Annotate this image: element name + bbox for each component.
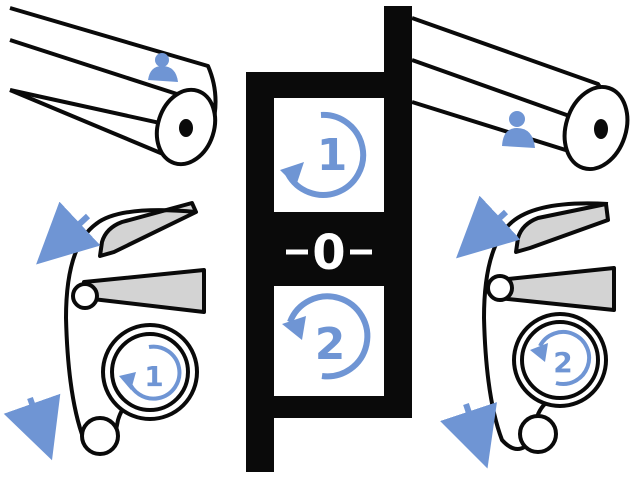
paper-feed-arrow-icon [3, 393, 61, 461]
selector-position-0: 0 [286, 225, 372, 281]
right-direction-label: 2 [553, 346, 572, 379]
selector-switch: 1 0 2 [246, 6, 412, 472]
position-2-label: 2 [315, 319, 346, 370]
position-1-label: 1 [317, 130, 348, 181]
paper-feed-arrow-icon [456, 195, 521, 259]
direction-2-indicator: 2 [530, 329, 592, 386]
selector-position-2: 2 [274, 286, 384, 396]
person-icon [502, 111, 535, 148]
ccw-arrow-icon [119, 372, 136, 390]
ccw-arrow-icon [282, 316, 306, 340]
right-feed-mechanism: 2 [440, 195, 616, 469]
paper-feed-arrow-icon [36, 201, 101, 265]
ccw-arrow-icon [530, 343, 548, 362]
selector-position-1: 1 [274, 98, 384, 212]
right-paper-roll [411, 16, 630, 172]
ccw-arrow-icon [280, 162, 304, 186]
left-direction-label: 1 [144, 360, 163, 393]
position-0-label: 0 [312, 225, 345, 281]
left-feed-mechanism: 1 [3, 201, 206, 461]
paper-feed-arrow-icon [440, 402, 497, 469]
left-paper-roll [9, 6, 218, 167]
direction-1-indicator: 1 [119, 344, 182, 401]
person-icon [148, 53, 178, 82]
